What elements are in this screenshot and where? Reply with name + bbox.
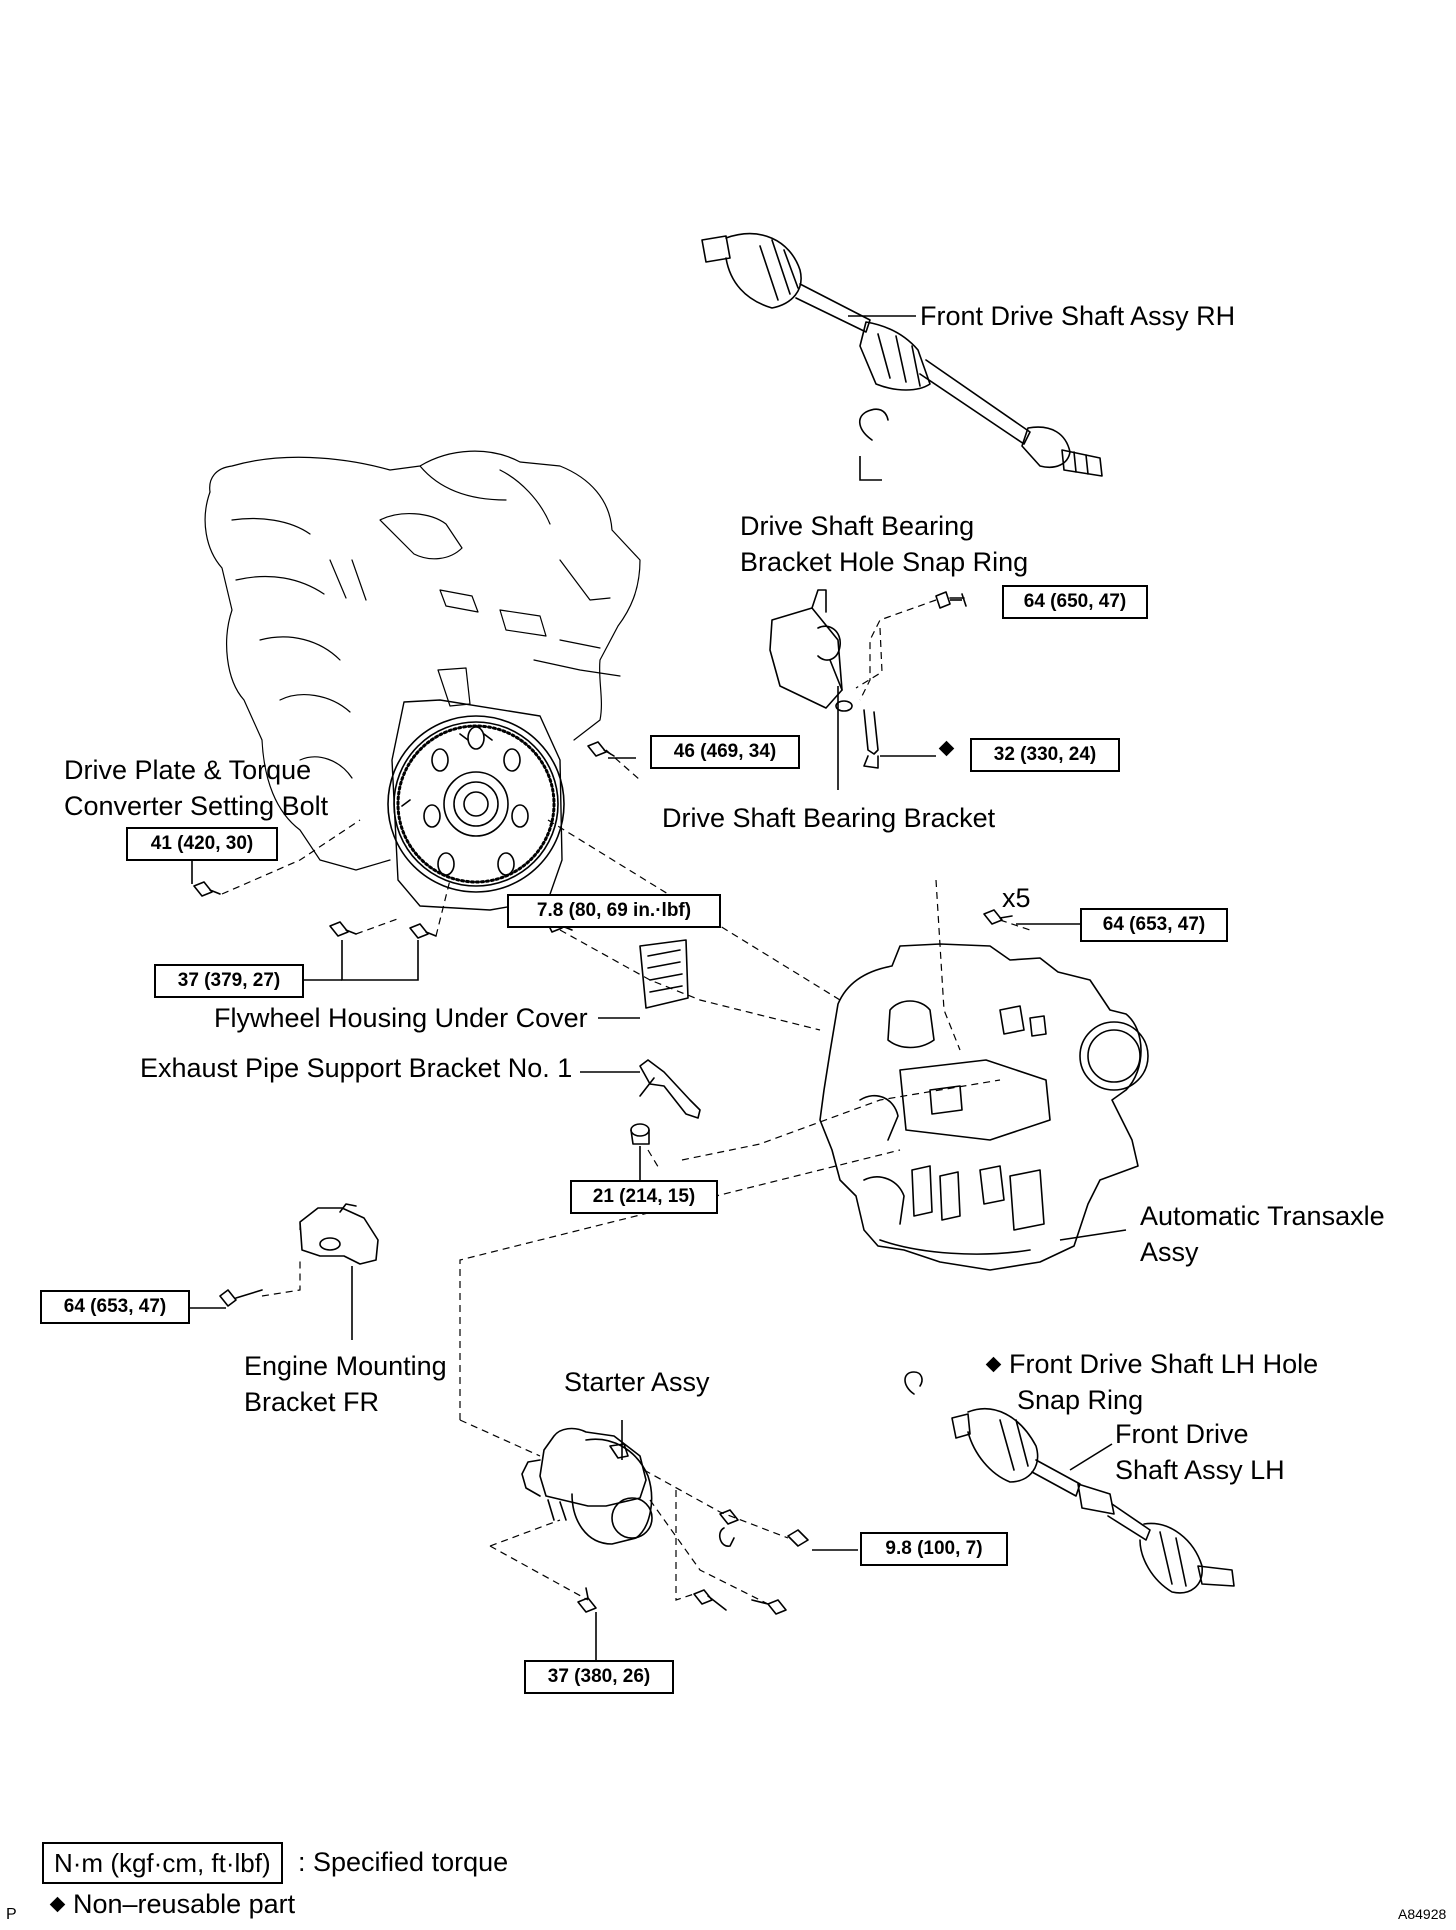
engine-outline-part <box>204 450 641 871</box>
leader-lines <box>188 315 1127 1660</box>
drive-plate-part <box>387 699 565 911</box>
label-front-drive-shaft-lh-line2: Shaft Assy LH <box>1115 1455 1285 1485</box>
label-exhaust-bracket: Exhaust Pipe Support Bracket No. 1 <box>140 1053 573 1083</box>
label-mounting-bracket-line2: Bracket FR <box>244 1387 380 1417</box>
legend-torque-desc: : Specified torque <box>298 1847 509 1877</box>
torque-mounting-bolt: 64 (653, 47) <box>40 1290 190 1324</box>
label-bearing-bracket: Drive Shaft Bearing Bracket <box>662 803 996 833</box>
label-snap-ring-line2: Bracket Hole Snap Ring <box>740 547 1029 577</box>
torque-setting-bolt: 41 (420, 30) <box>126 827 278 861</box>
label-front-drive-shaft-lh-line1: Front Drive <box>1115 1419 1249 1449</box>
torque-drive-plate-bolt: 46 (469, 34) <box>650 735 800 769</box>
non-reusable-diamond-icon <box>985 1356 1002 1373</box>
torque-bracket-lower-bolt: 32 (330, 24) <box>970 738 1120 772</box>
label-x5: x5 <box>1002 883 1031 913</box>
front-drive-shaft-rh-part <box>701 232 1103 477</box>
exhaust-bracket-part <box>630 1059 701 1145</box>
front-drive-shaft-lh-part <box>904 1371 1235 1594</box>
figure-id: A84928 <box>1398 1906 1447 1922</box>
label-front-drive-shaft-rh: Front Drive Shaft Assy RH <box>920 301 1236 331</box>
legend-non-reusable: Non–reusable part <box>49 1886 296 1922</box>
bearing-bracket-part <box>769 589 967 769</box>
torque-bracket-bolt: 64 (650, 47) <box>1002 585 1148 619</box>
label-mounting-bracket-line1: Engine Mounting <box>244 1351 447 1381</box>
torque-cover-bolt: 7.8 (80, 69 in.·lbf) <box>507 894 721 928</box>
flywheel-cover-part <box>639 939 689 1009</box>
label-lh-snap-ring-line2: Snap Ring <box>1017 1385 1144 1415</box>
legend-non-reusable-text: Non–reusable part <box>73 1889 296 1919</box>
label-lh-snap-ring-line1: Front Drive Shaft LH Hole <box>985 1346 1319 1382</box>
torque-starter-bolt: 37 (380, 26) <box>524 1660 674 1694</box>
torque-exhaust-nut: 21 (214, 15) <box>570 1180 718 1214</box>
legend-torque-unit-box: N·m (kgf·cm, ft·lbf) <box>42 1842 283 1884</box>
snap-ring-rh-part <box>859 408 889 441</box>
footer-left-mark: P <box>6 1906 17 1923</box>
torque-transaxle-bolt: 64 (653, 47) <box>1080 908 1228 942</box>
torque-lower-bolts: 37 (379, 27) <box>154 964 304 998</box>
label-transaxle-line1: Automatic Transaxle <box>1140 1201 1385 1231</box>
label-flywheel-cover: Flywheel Housing Under Cover <box>214 1003 588 1033</box>
label-setting-bolt-line2: Converter Setting Bolt <box>64 791 329 821</box>
label-starter: Starter Assy <box>564 1367 710 1397</box>
assembly-dashed-lines <box>221 599 1031 1605</box>
label-snap-ring-line1: Drive Shaft Bearing <box>740 511 975 541</box>
label-setting-bolt-line1: Drive Plate & Torque <box>64 755 312 785</box>
transaxle-part <box>819 943 1149 1271</box>
mounting-bracket-part <box>219 1203 379 1307</box>
label-transaxle-line2: Assy <box>1140 1237 1199 1267</box>
lh-snap-ring-text: Front Drive Shaft LH Hole <box>1009 1349 1319 1379</box>
non-reusable-diamond-icon <box>49 1896 66 1913</box>
torque-starter-nut: 9.8 (100, 7) <box>860 1532 1008 1566</box>
